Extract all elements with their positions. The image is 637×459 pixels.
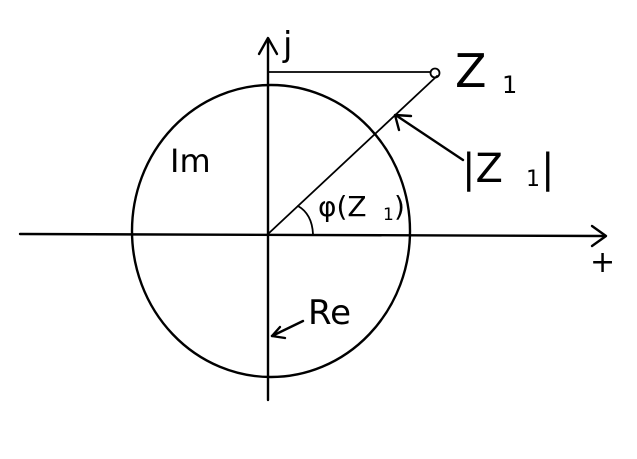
angle-arc bbox=[297, 205, 314, 235]
modulus-vector bbox=[267, 75, 438, 235]
point-label: Z bbox=[455, 44, 487, 98]
re-label: Re bbox=[308, 293, 351, 333]
modulus-label-close: | bbox=[541, 146, 554, 192]
point-label-subscript: 1 bbox=[502, 71, 517, 99]
modulus-label-subscript: 1 bbox=[526, 167, 540, 192]
axis-j-label: j bbox=[282, 25, 292, 65]
unit-circle bbox=[130, 83, 412, 379]
axis-plus-label: + bbox=[590, 245, 615, 280]
re-pointer-arrowhead bbox=[270, 325, 287, 340]
re-pointer-arrow bbox=[270, 319, 305, 338]
angle-label-close: ) bbox=[394, 190, 405, 223]
modulus-pointer-arrow bbox=[395, 114, 465, 162]
horizontal-axis-arrowhead bbox=[590, 224, 608, 248]
modulus-pointer-arrowhead bbox=[393, 113, 413, 132]
modulus-label: |Z bbox=[462, 146, 503, 192]
im-label: Im bbox=[170, 142, 211, 180]
angle-label: φ(Z bbox=[318, 190, 367, 223]
horizontal-axis bbox=[18, 232, 607, 238]
angle-label-subscript: 1 bbox=[383, 205, 394, 225]
vertical-axis-arrowhead bbox=[257, 36, 279, 56]
point-marker bbox=[429, 67, 441, 79]
